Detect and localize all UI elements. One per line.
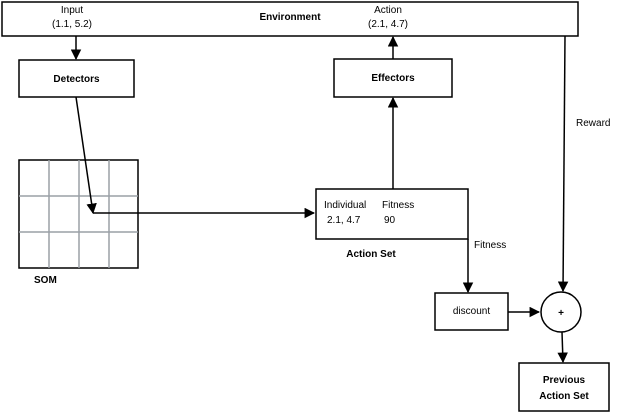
detectors-to-som-arrow	[75, 96, 97, 215]
action-value: (2.1, 4.7)	[368, 19, 408, 30]
detectors-label: Detectors	[53, 74, 100, 85]
som-grid	[18, 159, 139, 269]
sum-node-symbol: +	[558, 308, 564, 319]
action-set-label: Action Set	[346, 249, 396, 260]
detectors-box	[18, 59, 135, 98]
action-set-col-fitness: Fitness	[382, 200, 414, 211]
reward-label: Reward	[576, 118, 610, 129]
action-set-box	[315, 188, 469, 240]
sum-to-previous-action-set-arrow	[557, 331, 568, 364]
input-label: Input	[61, 5, 83, 16]
action-set-fitness-value: 90	[384, 215, 396, 226]
previous-action-set-line1: Previous	[543, 375, 586, 386]
action-set-col-individual: Individual	[324, 200, 366, 211]
previous-action-set-line2: Action Set	[539, 391, 589, 402]
action-set-individual-value: 2.1, 4.7	[327, 215, 361, 226]
action-label: Action	[374, 5, 402, 16]
input-value: (1.1, 5.2)	[52, 19, 92, 30]
fitness-edge-label: Fitness	[474, 240, 506, 251]
environment-box	[1, 1, 579, 37]
discount-label: discount	[453, 306, 490, 317]
reward-arrow	[557, 35, 569, 293]
previous-action-set-box	[518, 362, 610, 412]
som-label: SOM	[34, 275, 57, 286]
environment-title: Environment	[259, 12, 321, 23]
effectors-label: Effectors	[371, 73, 415, 84]
